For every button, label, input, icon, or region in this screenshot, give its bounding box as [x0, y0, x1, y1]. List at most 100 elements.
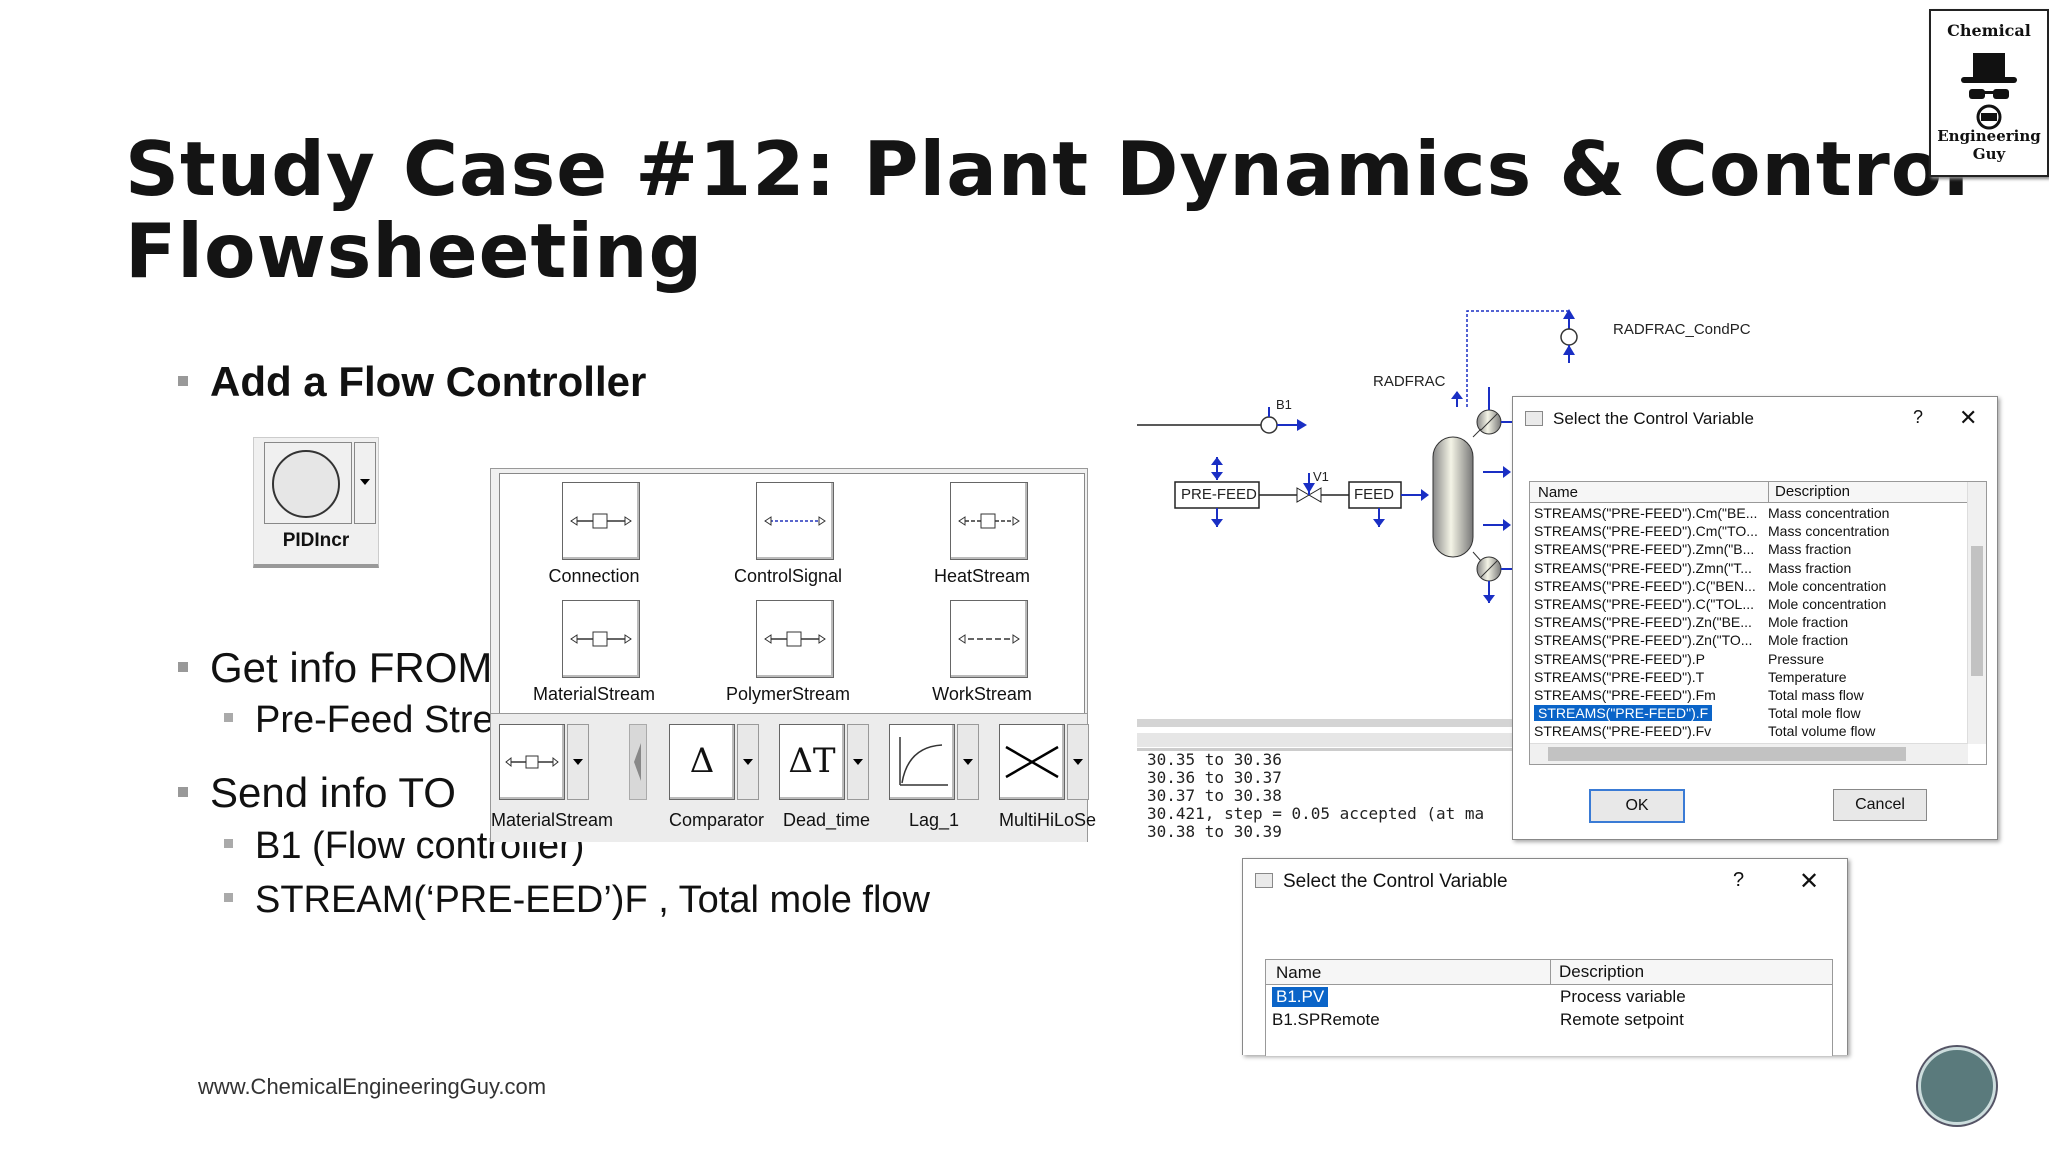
- control-signal-icon: [756, 482, 834, 560]
- help-icon[interactable]: ?: [1913, 407, 1924, 427]
- variable-name: STREAMS("PRE-FEED").C("BEN...: [1534, 577, 1756, 594]
- chevron-down-icon[interactable]: [1067, 724, 1089, 800]
- model-library-row: MaterialStream Δ Comparator ΔT Dead_time…: [491, 713, 1096, 842]
- variable-description: Mole concentration: [1768, 577, 1887, 594]
- close-icon[interactable]: ✕: [1799, 868, 1820, 895]
- cancel-button[interactable]: Cancel: [1833, 789, 1927, 821]
- variable-name: STREAMS("PRE-FEED").F: [1534, 705, 1713, 722]
- stream-materialstream[interactable]: MaterialStream: [504, 594, 684, 714]
- dialog-app-icon: [1255, 873, 1273, 888]
- variable-description: Remote setpoint: [1560, 1010, 1684, 1029]
- model-label-materialstream: MaterialStream: [491, 810, 614, 830]
- polymer-stream-icon: [756, 600, 834, 678]
- list-item[interactable]: STREAMS("PRE-FEED").Zmn("T... Mass fracti…: [1530, 559, 1986, 577]
- work-stream-icon: [950, 600, 1028, 678]
- b1-label: B1: [1276, 397, 1292, 412]
- stream-workstream[interactable]: WorkStream: [892, 594, 1072, 714]
- dialog-title: Select the Control Variable: [1283, 871, 1508, 892]
- col-desc-header[interactable]: Description: [1550, 960, 1644, 984]
- ok-button[interactable]: OK: [1589, 789, 1685, 823]
- bullet-marker: [224, 713, 233, 723]
- variable-name: STREAMS("PRE-FEED").Zmn("T...: [1534, 559, 1752, 576]
- stream-controlsignal[interactable]: ControlSignal: [698, 476, 878, 596]
- log-line: 30.421, step = 0.05 accepted (at ma: [1147, 804, 1485, 823]
- logo-top-text: Chemical: [1947, 21, 2031, 40]
- list-item[interactable]: STREAMS("PRE-FEED").Zn("TO...Mole fracti…: [1530, 631, 1986, 649]
- col-name-header[interactable]: Name: [1538, 484, 1579, 501]
- stream-connection[interactable]: Connection: [504, 476, 684, 596]
- log-line: 30.35 to 30.36: [1147, 750, 1282, 769]
- prefeed-block-label[interactable]: PRE-FEED: [1181, 486, 1257, 503]
- model-label-comparator: Comparator: [669, 810, 765, 830]
- logo-bottom-text: Engineering Guy: [1937, 127, 2041, 163]
- nav-circle-button[interactable]: [1918, 1047, 1996, 1125]
- chevron-down-icon[interactable]: [354, 442, 376, 524]
- col-desc-header[interactable]: Description: [1768, 482, 1850, 502]
- list-item[interactable]: STREAMS("PRE-FEED").Cm("TO...Mass concen…: [1530, 522, 1986, 540]
- variable-name: STREAMS("PRE-FEED").T: [1534, 668, 1705, 685]
- feed-block-label[interactable]: FEED: [1354, 486, 1395, 503]
- slide-title-line2: Flowsheeting: [125, 207, 704, 295]
- multi-hi-lo-select-icon: [1005, 745, 1059, 779]
- chevron-down-icon[interactable]: [567, 724, 589, 800]
- variable-name: STREAMS("PRE-FEED").Zn("TO...: [1534, 632, 1753, 649]
- list-item[interactable]: STREAMS("PRE-FEED").Cm("BE...Mass concen…: [1530, 504, 1986, 522]
- stream-heatstream[interactable]: HeatStream: [892, 476, 1072, 596]
- close-icon[interactable]: ✕: [1959, 405, 1978, 430]
- radfrac-label: RADFRAC: [1373, 373, 1446, 390]
- variable-list[interactable]: Name Description STREAMS("PRE-FEED").Cm(…: [1529, 481, 1987, 765]
- subbullet-stream: STREAM(‘PRE-EED’)F , Total mole flow: [224, 878, 930, 922]
- list-header: Name Description: [1266, 960, 1832, 985]
- variable-name: STREAMS("PRE-FEED").P: [1534, 650, 1705, 667]
- chevron-down-icon[interactable]: [737, 724, 759, 800]
- chevron-down-icon[interactable]: [957, 724, 979, 800]
- dead-time-icon: ΔT: [779, 724, 845, 800]
- horizontal-scrollbar[interactable]: [1530, 743, 1968, 764]
- variable-description: Mole fraction: [1768, 614, 1849, 631]
- scroll-left-arrow[interactable]: [629, 724, 647, 800]
- variable-name: B1.SPRemote: [1272, 1010, 1380, 1029]
- dialog-titlebar: Select the Control Variable ? ✕: [1243, 859, 1847, 907]
- vertical-scrollbar[interactable]: [1967, 482, 1986, 744]
- variable-name: B1.PV: [1272, 987, 1329, 1007]
- list-item[interactable]: B1.SPRemote Remote setpoint: [1266, 1009, 1832, 1032]
- variable-name: STREAMS("PRE-FEED").Fv: [1534, 723, 1712, 740]
- scrollbar-thumb[interactable]: [1971, 546, 1983, 676]
- bullet-get-info: Get info FROM: [178, 644, 492, 692]
- help-icon[interactable]: ?: [1733, 869, 1745, 891]
- pid-circle-icon: [272, 450, 340, 518]
- variable-description: Mass fraction: [1768, 541, 1852, 558]
- dialog-title: Select the Control Variable: [1553, 409, 1754, 428]
- select-control-variable-dialog-b1: Select the Control Variable ? ✕ Name Des…: [1242, 858, 1848, 1056]
- lag-curve-icon: [899, 737, 948, 786]
- pidincr-label: PIDIncr: [282, 530, 350, 551]
- brand-logo: Chemical Engineering Guy: [1929, 9, 2049, 177]
- pidincr-tool-button[interactable]: PIDIncr: [253, 437, 379, 568]
- chevron-down-icon[interactable]: [847, 724, 869, 800]
- select-control-variable-dialog: Select the Control Variable ? ✕ Name Des…: [1512, 396, 1998, 840]
- list-item[interactable]: STREAMS("PRE-FEED").Zn("BE...Mole fracti…: [1530, 613, 1986, 631]
- list-item[interactable]: STREAMS("PRE-FEED").C("TOL...Mole concen…: [1530, 595, 1986, 613]
- radfrac-condpc-label: RADFRAC_CondPC: [1613, 321, 1751, 338]
- log-line: 30.36 to 30.37: [1147, 768, 1282, 787]
- footer-url[interactable]: www.ChemicalEngineeringGuy.com: [198, 1074, 547, 1099]
- col-name-header[interactable]: Name: [1276, 963, 1322, 982]
- log-line: 30.37 to 30.38: [1147, 786, 1282, 805]
- stream-polymerstream[interactable]: PolymerStream: [698, 594, 878, 714]
- variable-description: Mass fraction: [1768, 559, 1852, 576]
- list-item[interactable]: STREAMS("PRE-FEED").C("BEN... Mole concen…: [1530, 577, 1986, 595]
- bullet-marker: [224, 839, 233, 849]
- list-item[interactable]: STREAMS("PRE-FEED").Zmn("B...Mass fracti…: [1530, 540, 1986, 558]
- bullet-marker: [178, 786, 188, 797]
- model-label-dead-time: Dead_time: [783, 810, 871, 830]
- bullet-marker: [178, 661, 188, 672]
- scrollbar-thumb[interactable]: [1548, 747, 1906, 761]
- chevron-left-icon: [634, 743, 641, 781]
